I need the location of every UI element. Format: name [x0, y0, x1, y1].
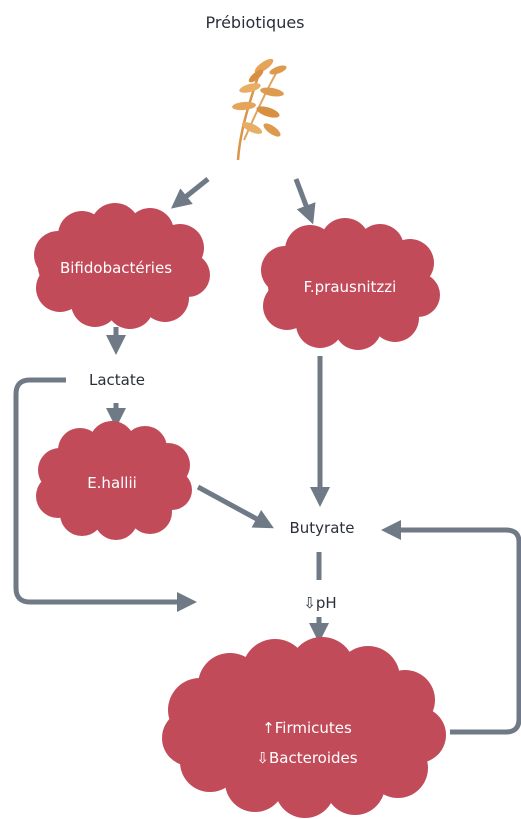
- cloud-fprausnitzii: F.prausnitzzi: [261, 218, 440, 350]
- label-firmicutes: ↑Firmicutes: [262, 719, 352, 737]
- label-bacteroides: ⇩Bacteroides: [256, 749, 357, 767]
- label-fprausnitzii: F.prausnitzzi: [304, 278, 397, 296]
- arrow-feedback-loop: [381, 520, 521, 735]
- label-butyrate: Butyrate: [289, 519, 354, 537]
- cloud-firmicutes-bacteroides: ↑Firmicutes ⇩Bacteroides: [162, 637, 446, 818]
- arrow-prebiotiques-to-fprausnitzii: [293, 178, 316, 225]
- label-bifidobacteries: Bifidobactéries: [60, 259, 172, 277]
- label-lactate: Lactate: [89, 371, 145, 389]
- arrow-ehallii-to-butyrate: [196, 484, 274, 529]
- cloud-bifidobacteries: Bifidobactéries: [34, 203, 210, 329]
- label-ph: ⇩pH: [303, 594, 336, 612]
- label-ehallii: E.hallii: [87, 474, 137, 492]
- arrow-prebiotiques-to-bifido: [170, 177, 210, 209]
- title-prebiotiques: Prébiotiques: [205, 13, 304, 32]
- arrow-lactate-loop: [13, 377, 197, 612]
- cloud-ehallii: E.hallii: [36, 421, 192, 540]
- wheat-stalk-icon: [232, 58, 287, 161]
